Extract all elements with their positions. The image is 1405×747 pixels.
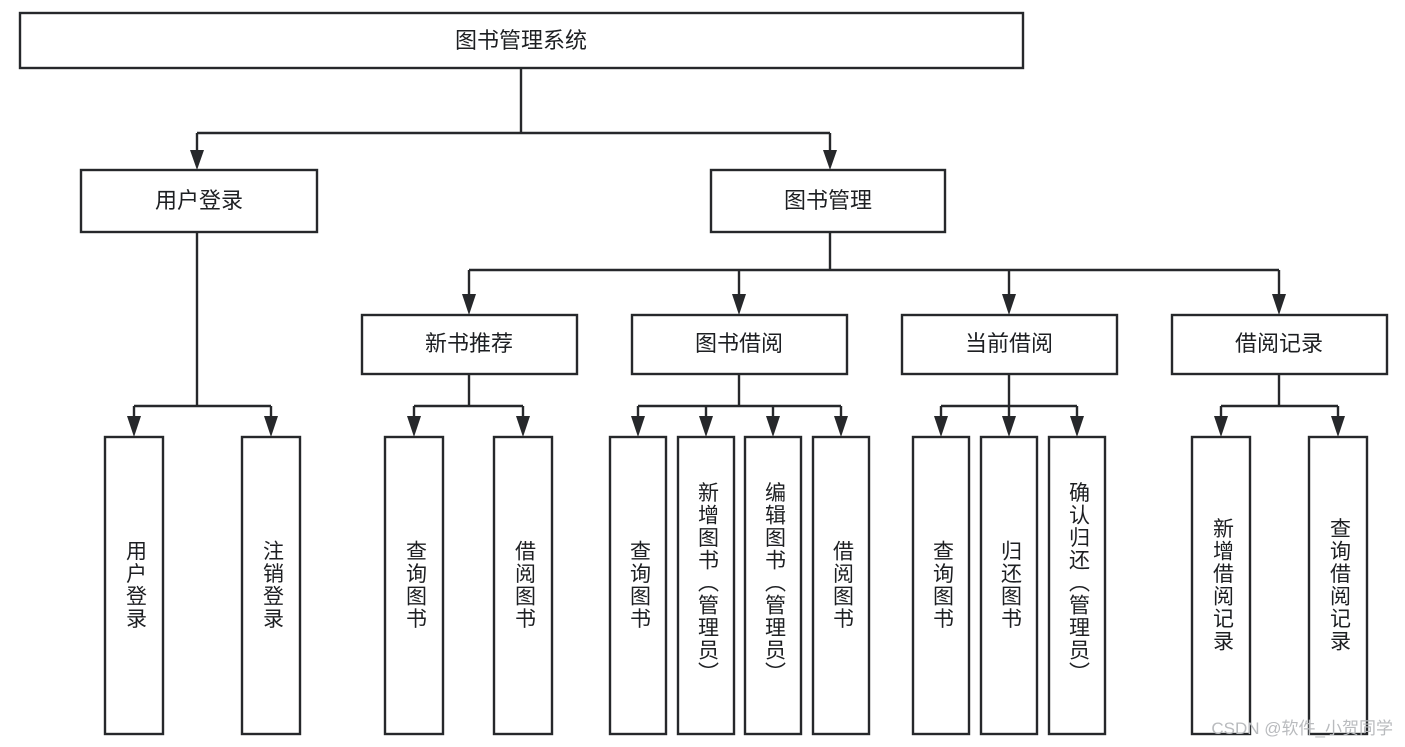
- node-leaf-12-label: 新增借阅记录: [1210, 518, 1234, 653]
- arrowhead-leaf-3: [407, 416, 421, 437]
- arrowhead-leaf-11: [1070, 416, 1084, 437]
- node-borrow-box[interactable]: [630, 313, 849, 376]
- arrowhead-leaf-5: [631, 416, 645, 437]
- node-login[interactable]: 用户登录: [79, 168, 319, 234]
- arrowhead-to-bookmgmt: [823, 150, 837, 170]
- arrowhead-to-newbook: [462, 294, 476, 315]
- node-root-label: 图书管理系统: [455, 28, 587, 53]
- node-leaf-6[interactable]: 新增图书（管理员）: [676, 435, 736, 736]
- arrowhead-leaf-2: [264, 416, 278, 437]
- edge-group-records-to-leaves: [1214, 374, 1345, 437]
- node-leaf-9[interactable]: 查询图书: [911, 435, 971, 736]
- node-borrow-label: 图书借阅: [695, 331, 783, 356]
- node-current[interactable]: 当前借阅: [900, 313, 1119, 376]
- node-newbook-label: 新书推荐: [425, 331, 513, 356]
- node-leaf-2-label: 注销登录: [260, 540, 284, 630]
- arrowhead-leaf-7: [766, 416, 780, 437]
- arrowhead-leaf-8: [834, 416, 848, 437]
- node-bookmgmt[interactable]: 图书管理: [709, 168, 947, 234]
- node-records[interactable]: 借阅记录: [1170, 313, 1389, 376]
- node-leaf-1[interactable]: 用户登录: [103, 435, 165, 736]
- edge-group-bookmgmt-to-level3: [462, 232, 1286, 315]
- arrowhead-to-current: [1002, 294, 1016, 315]
- arrowhead-to-borrow: [732, 294, 746, 315]
- node-leaf-3[interactable]: 查询图书: [383, 435, 445, 736]
- node-current-box[interactable]: [900, 313, 1119, 376]
- node-borrow[interactable]: 图书借阅: [630, 313, 849, 376]
- node-leaf-4-box[interactable]: [492, 435, 554, 736]
- node-bookmgmt-box[interactable]: [709, 168, 947, 234]
- node-records-box[interactable]: [1170, 313, 1389, 376]
- node-login-box[interactable]: [79, 168, 319, 234]
- node-leaf-2-box[interactable]: [240, 435, 302, 736]
- node-leaf-13-label: 查询借阅记录: [1327, 518, 1351, 653]
- node-leaf-10-label: 归还图书: [998, 540, 1022, 630]
- arrowhead-leaf-9: [934, 416, 948, 437]
- node-leaf-7-label: 编辑图书（管理员）: [762, 482, 786, 685]
- node-leaf-8-label: 借阅图书: [830, 540, 854, 630]
- node-leaf-6-label: 新增图书（管理员）: [695, 482, 719, 685]
- node-login-label: 用户登录: [155, 188, 243, 213]
- node-leaf-5[interactable]: 查询图书: [608, 435, 668, 736]
- node-leaf-2[interactable]: 注销登录: [240, 435, 302, 736]
- node-leaf-3-label: 查询图书: [403, 540, 427, 630]
- node-leaf-4-label: 借阅图书: [512, 540, 536, 630]
- node-root[interactable]: 图书管理系统: [18, 11, 1025, 70]
- node-newbook[interactable]: 新书推荐: [360, 313, 579, 376]
- arrowhead-leaf-12: [1214, 416, 1228, 437]
- node-leaf-8[interactable]: 借阅图书: [811, 435, 871, 736]
- node-leaf-9-label: 查询图书: [930, 540, 954, 630]
- node-leaf-4[interactable]: 借阅图书: [492, 435, 554, 736]
- edge-group-login-to-leaves: [127, 232, 278, 437]
- node-leaf-1-label: 用户登录: [123, 540, 147, 630]
- node-leaf-11[interactable]: 确认归还（管理员）: [1047, 435, 1107, 736]
- node-newbook-box[interactable]: [360, 313, 579, 376]
- node-records-label: 借阅记录: [1235, 331, 1323, 356]
- node-leaf-9-box[interactable]: [911, 435, 971, 736]
- node-root-box[interactable]: [18, 11, 1025, 70]
- arrowhead-leaf-13: [1331, 416, 1345, 437]
- arrowhead-to-login: [190, 150, 204, 170]
- node-leaf-1-box[interactable]: [103, 435, 165, 736]
- node-leaf-11-box[interactable]: [1047, 435, 1107, 736]
- edge-group-current-to-leaves: [934, 374, 1084, 437]
- edge-group-root-to-level2: [190, 68, 837, 170]
- node-leaf-10[interactable]: 归还图书: [979, 435, 1039, 736]
- node-leaf-7[interactable]: 编辑图书（管理员）: [743, 435, 803, 736]
- node-leaf-13-box[interactable]: [1307, 435, 1369, 736]
- arrowhead-leaf-1: [127, 416, 141, 437]
- arrowhead-to-records: [1272, 294, 1286, 315]
- node-leaf-3-box[interactable]: [383, 435, 445, 736]
- node-leaf-12[interactable]: 新增借阅记录: [1190, 435, 1252, 736]
- node-leaf-5-label: 查询图书: [627, 540, 651, 630]
- node-leaf-12-box[interactable]: [1190, 435, 1252, 736]
- arrowhead-leaf-6: [699, 416, 713, 437]
- node-leaf-13[interactable]: 查询借阅记录: [1307, 435, 1369, 736]
- edge-group-borrow-to-leaves: [631, 374, 848, 437]
- node-leaf-7-box[interactable]: [743, 435, 803, 736]
- edge-group-newbook-to-leaves: [407, 374, 530, 437]
- node-bookmgmt-label: 图书管理: [784, 188, 872, 213]
- node-leaf-8-box[interactable]: [811, 435, 871, 736]
- node-leaf-5-box[interactable]: [608, 435, 668, 736]
- node-current-label: 当前借阅: [965, 331, 1053, 356]
- node-leaf-6-box[interactable]: [676, 435, 736, 736]
- arrowhead-leaf-10: [1002, 416, 1016, 437]
- node-leaf-10-box[interactable]: [979, 435, 1039, 736]
- node-leaf-11-label: 确认归还（管理员）: [1066, 482, 1090, 685]
- arrowhead-leaf-4: [516, 416, 530, 437]
- csdn-watermark: CSDN @软件_小贺同学: [1211, 719, 1393, 738]
